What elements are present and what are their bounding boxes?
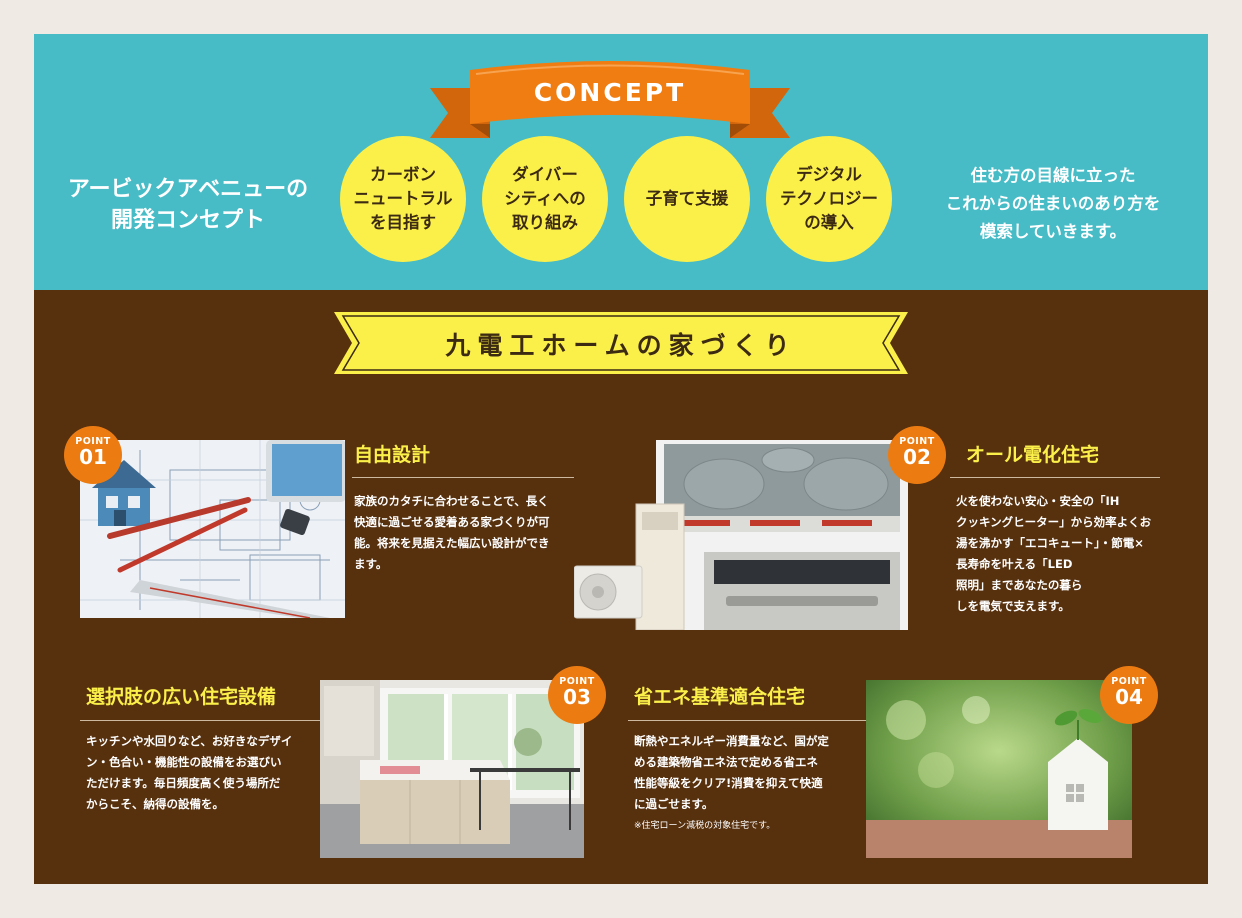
- concept-bubble-carbon-neutral: カーボン ニュートラル を目指す: [340, 136, 466, 262]
- home-building-banner: 九電工ホームの家づくり: [334, 312, 908, 374]
- point-label: POINT: [75, 436, 111, 447]
- feature-body-energy-saving: 断熱やエネルギー消費量など、国が定 める建築物省エネ法で定める省エネ 性能等級を…: [634, 731, 874, 815]
- feature-body-line: 能。将来を見据えた幅広い設計ができ: [354, 536, 550, 550]
- feature-body-line: 照明」まであなたの暮ら: [956, 578, 1083, 592]
- feature-body-line: 長寿命を叶える「LED: [956, 557, 1073, 571]
- feature-body-line: しを電気で支えます。: [956, 599, 1070, 613]
- concept-bubble-diversity: ダイバー シティへの 取り組み: [482, 136, 608, 262]
- concept-description-line: 模索していきます。: [979, 222, 1127, 241]
- concept-description-line: 住む方の目線に立った: [970, 166, 1136, 185]
- feature-body-line: 火を使わない安心・安全の「IH: [956, 494, 1120, 508]
- concept-bubble-digital: デジタル テクノロジー の導入: [766, 136, 892, 262]
- feature-body-line: クッキングヒーター」から効率よくお: [956, 515, 1152, 529]
- home-building-section: 九電工ホームの家づくり: [34, 290, 1208, 884]
- feature-divider: [950, 477, 1160, 478]
- point-label: POINT: [899, 436, 935, 447]
- concept-heading-line: 開発コンセプト: [110, 208, 265, 233]
- home-building-title: 九電工ホームの家づくり: [445, 331, 797, 360]
- point-badge-02: POINT 02: [888, 426, 946, 484]
- feature-divider: [352, 477, 578, 478]
- feature-body-line: 家族のカタチに合わせることで、長く: [354, 494, 549, 508]
- feature-body-line: ただけます。毎日頻度高く使う場所だ: [86, 776, 281, 790]
- feature-body-line: に過ごせます。: [634, 797, 714, 811]
- point-badge-01: POINT 01: [64, 426, 122, 484]
- concept-section: CONCEPT アービックアベニューの 開発コンセプト カーボン ニュートラル …: [34, 34, 1208, 290]
- feature-title-equipment: 選択肢の広い住宅設備: [86, 686, 277, 708]
- feature-title-free-design: 自由設計: [354, 444, 431, 466]
- feature-body-line: 湯を沸かす「エコキュート」・節電×: [956, 536, 1144, 550]
- eco-house-photo: [866, 680, 1132, 858]
- concept-bubble-childcare: 子育て支援: [624, 136, 750, 262]
- concept-ribbon: CONCEPT: [430, 54, 790, 144]
- feature-body-all-electric: 火を使わない安心・安全の「IH クッキングヒーター」から効率よくお 湯を沸かす「…: [956, 491, 1186, 617]
- feature-body-line: 性能等級をクリア!消費を抑えて快適: [634, 776, 823, 790]
- feature-body-line: ます。: [354, 557, 388, 571]
- point-number: 04: [1115, 685, 1143, 709]
- concept-description: 住む方の目線に立った これからの住まいのあり方を 模索していきます。: [908, 162, 1198, 246]
- feature-title-all-electric: オール電化住宅: [966, 444, 1100, 466]
- point-number: 03: [563, 685, 591, 709]
- feature-body-line: ン・色合い・機能性の設備をお選びい: [86, 755, 282, 769]
- feature-body-line: キッチンや水回りなど、お好きなデザイ: [86, 734, 293, 748]
- concept-description-line: これからの住まいのあり方を: [945, 194, 1161, 213]
- feature-body-line: める建築物省エネ法で定める省エネ: [634, 755, 818, 769]
- feature-body-line: 断熱やエネルギー消費量など、国が定: [634, 734, 829, 748]
- all-electric-photo: [574, 440, 908, 630]
- feature-divider: [628, 720, 866, 721]
- feature-body-line: 快適に過ごせる愛着ある家づくりが可: [354, 515, 550, 529]
- concept-heading-line: アービックアベニューの: [67, 177, 309, 202]
- feature-body-equipment: キッチンや水回りなど、お好きなデザイ ン・色合い・機能性の設備をお選びい ただけ…: [86, 731, 336, 815]
- point-number: 01: [79, 445, 107, 469]
- point-number: 02: [903, 445, 931, 469]
- point-badge-04: POINT 04: [1100, 666, 1158, 724]
- blueprint-photo: [80, 440, 345, 618]
- kitchen-photo: [320, 680, 584, 858]
- point-label: POINT: [1111, 676, 1147, 687]
- point-badge-03: POINT 03: [548, 666, 606, 724]
- main-frame: CONCEPT アービックアベニューの 開発コンセプト カーボン ニュートラル …: [34, 34, 1208, 884]
- feature-note: ※住宅ローン減税の対象住宅です。: [634, 821, 776, 831]
- feature-body-free-design: 家族のカタチに合わせることで、長く 快適に過ごせる愛着ある家づくりが可 能。将来…: [354, 491, 590, 575]
- feature-title-energy-saving: 省エネ基準適合住宅: [634, 686, 806, 708]
- concept-title: CONCEPT: [533, 78, 687, 107]
- feature-body-line: からこそ、納得の設備を。: [86, 797, 224, 811]
- concept-heading: アービックアベニューの 開発コンセプト: [48, 174, 328, 236]
- feature-divider: [80, 720, 320, 721]
- point-label: POINT: [559, 676, 595, 687]
